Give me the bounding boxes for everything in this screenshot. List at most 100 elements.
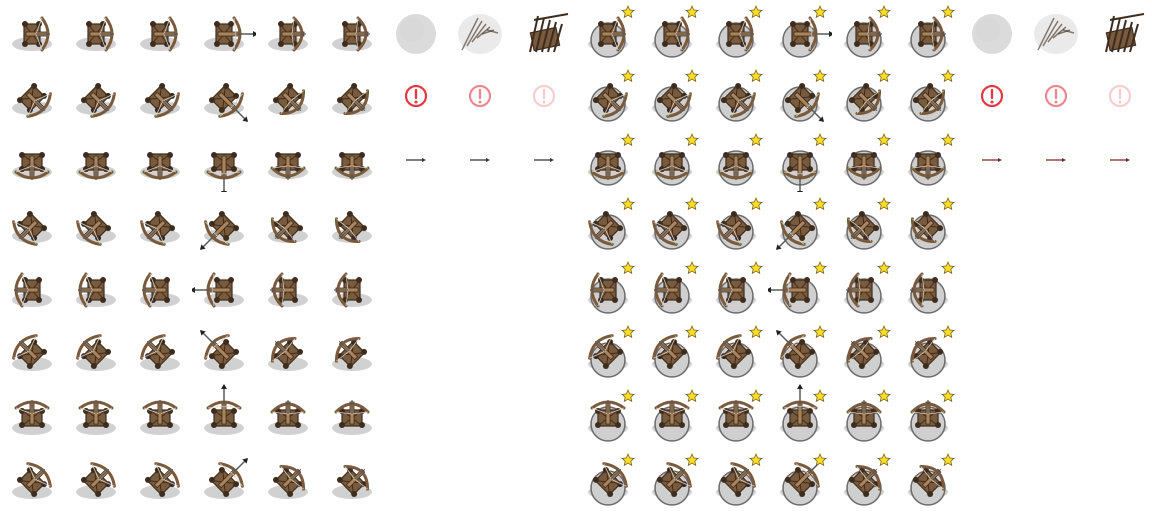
ballista-icon xyxy=(140,82,180,118)
ballista-icon xyxy=(588,389,635,442)
ballista-icon xyxy=(908,69,955,122)
ballista-normal-sprite xyxy=(192,320,256,384)
ballista-icon xyxy=(76,16,116,52)
ballista-icon xyxy=(12,400,52,435)
star-icon xyxy=(749,325,763,339)
ballista-icon xyxy=(204,82,249,123)
star-icon xyxy=(749,133,763,147)
ballista-icon xyxy=(204,16,256,52)
ballista-normal-sprite xyxy=(128,64,192,128)
ballista-icon xyxy=(12,334,52,371)
ballista-elite-sprite xyxy=(576,128,640,192)
star-icon xyxy=(877,197,891,211)
ballista-elite-sprite xyxy=(768,320,832,384)
star-icon xyxy=(877,325,891,339)
ballista-normal-sprite xyxy=(128,448,192,512)
ballista-normal-sprite xyxy=(0,448,64,512)
star-icon xyxy=(685,5,699,19)
star-icon xyxy=(749,69,763,83)
ballista-elite-sprite xyxy=(896,448,960,512)
ballista-normal-sprite xyxy=(192,128,256,192)
star-icon xyxy=(941,69,955,83)
ballista-elite-sprite xyxy=(832,192,896,256)
ballista-icon xyxy=(780,384,827,442)
star-icon xyxy=(685,133,699,147)
ballista-icon xyxy=(775,325,827,378)
ballista-icon xyxy=(268,272,308,308)
ballista-icon xyxy=(844,453,891,506)
ballista-normal-sprite xyxy=(0,128,64,192)
star-icon xyxy=(813,133,827,147)
star-icon xyxy=(813,325,827,339)
ballista-icon xyxy=(268,336,308,371)
ballista-icon xyxy=(332,272,372,308)
ballista-elite-sprite xyxy=(832,256,896,320)
ballista-elite-sprite xyxy=(832,0,896,64)
ballista-icon xyxy=(268,210,308,244)
ballista-icon xyxy=(332,210,372,244)
ballista-icon xyxy=(12,82,52,118)
ballista-normal-sprite xyxy=(64,256,128,320)
ballista-elite-sprite xyxy=(704,256,768,320)
star-icon xyxy=(621,389,635,403)
ballista-icon xyxy=(652,69,699,122)
star-icon xyxy=(813,389,827,403)
ballista-icon xyxy=(140,334,180,371)
bolt-icon xyxy=(406,158,426,162)
bolt-icon xyxy=(470,158,490,162)
ballista-normal-sprite xyxy=(256,192,320,256)
star-icon xyxy=(813,453,827,467)
star-icon xyxy=(877,389,891,403)
ballista-effects-cell xyxy=(384,0,448,64)
ballista-elite-sprite xyxy=(640,192,704,256)
ballista-icon xyxy=(76,82,116,118)
ballista-icon xyxy=(76,400,116,435)
ballista-elite-sprite xyxy=(704,192,768,256)
ballista-elite-sprite xyxy=(704,64,768,128)
ballista-normal-sprite xyxy=(64,128,128,192)
wreck-icon xyxy=(1105,13,1145,53)
star-icon xyxy=(877,133,891,147)
ballista-elite-effects-cell xyxy=(1024,64,1088,128)
ballista-effects-cell xyxy=(384,64,448,128)
ballista-icon xyxy=(844,389,891,442)
star-icon xyxy=(941,389,955,403)
ballista-icon xyxy=(76,272,116,308)
ballista-icon xyxy=(652,133,699,186)
ballista-icon xyxy=(12,272,52,308)
ballista-icon xyxy=(716,389,763,442)
star-icon xyxy=(621,133,635,147)
ballista-elite-sprite xyxy=(640,320,704,384)
wreck-icon xyxy=(529,13,569,53)
alert-icon xyxy=(532,84,556,108)
ballista-icon xyxy=(588,325,635,378)
star-icon xyxy=(813,5,827,19)
alert-icon xyxy=(404,84,428,108)
ballista-effects-cell xyxy=(512,0,576,64)
bolt-icon xyxy=(534,158,554,162)
ballista-icon xyxy=(908,389,955,442)
ballista-elite-effects-cell xyxy=(1088,64,1152,128)
ballista-normal-sprite xyxy=(0,0,64,64)
star-icon xyxy=(685,453,699,467)
ballista-icon xyxy=(140,152,180,180)
ballista-icon xyxy=(268,464,308,499)
ballista-icon xyxy=(204,152,244,192)
ballista-normal-sprite xyxy=(256,128,320,192)
ballista-icon xyxy=(332,152,372,180)
star-icon xyxy=(621,325,635,339)
ballista-elite-sprite xyxy=(576,0,640,64)
ballista-icon xyxy=(716,69,763,122)
ballista-normal-sprite xyxy=(64,192,128,256)
ballista-elite-sprite xyxy=(576,320,640,384)
star-icon xyxy=(877,69,891,83)
ballista-elite-sprite xyxy=(768,192,832,256)
ballista-icon xyxy=(652,261,699,314)
ballista-normal-sprite xyxy=(192,64,256,128)
ballista-normal-sprite xyxy=(128,128,192,192)
ballista-icon xyxy=(204,457,249,499)
dust-cloud-icon xyxy=(972,14,1012,54)
ballista-icon xyxy=(140,462,180,499)
star-icon xyxy=(685,197,699,211)
